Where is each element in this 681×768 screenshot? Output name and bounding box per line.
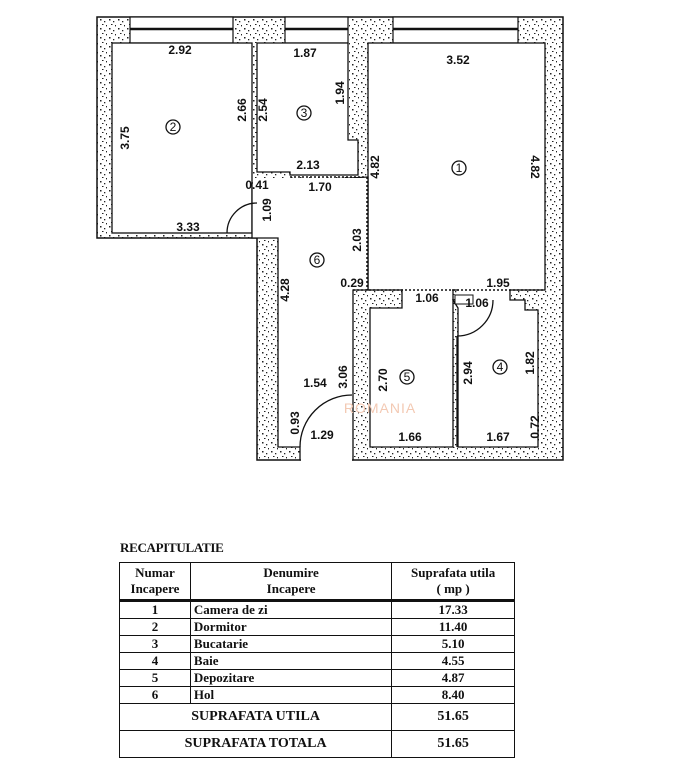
room-number: 2 xyxy=(170,120,177,134)
dimension-label: 3.06 xyxy=(336,365,350,389)
room-area-cell: 8.40 xyxy=(391,686,515,704)
room-number-cell: 3 xyxy=(119,635,191,653)
dimension-label: 4.28 xyxy=(278,278,292,302)
header-area: Suprafata utila( mp ) xyxy=(391,562,515,601)
watermark: ROMANIA xyxy=(344,400,416,416)
dimension-label: 1.87 xyxy=(293,46,317,60)
useful-area-value: 51.65 xyxy=(391,703,515,731)
dimension-label: 1.70 xyxy=(308,180,332,194)
dimension-label: 0.93 xyxy=(288,411,302,435)
dimension-label: 3.75 xyxy=(118,126,132,150)
room-3-bucatarie xyxy=(256,42,359,176)
room-marker-3 xyxy=(296,105,312,121)
room-number-cell: 2 xyxy=(119,618,191,636)
room-number-cell: 6 xyxy=(119,686,191,704)
room-area-cell: 4.55 xyxy=(391,652,515,670)
dimension-label: 0.72 xyxy=(528,415,542,439)
recap-title: RECAPITULATIE xyxy=(120,540,224,555)
dimension-label: 4.82 xyxy=(368,155,382,179)
open-boundaries xyxy=(290,176,545,291)
room-marker-5 xyxy=(399,369,415,385)
dimension-label: 2.94 xyxy=(461,361,475,385)
room-name-cell: Depozitare xyxy=(189,669,393,687)
room-marker-1 xyxy=(451,160,467,176)
windows xyxy=(129,16,519,44)
room-marker-6 xyxy=(309,252,325,268)
useful-area-label: SUPRAFATA UTILA xyxy=(118,703,393,731)
dimension-label: 3.33 xyxy=(176,220,200,234)
dimension-label: 1.06 xyxy=(465,296,489,310)
room-2-dormitor xyxy=(111,42,253,234)
room-name-cell: Dormitor xyxy=(189,618,393,636)
room-number: 3 xyxy=(301,106,308,120)
room-number: 6 xyxy=(314,253,321,267)
room-number-cell: 5 xyxy=(119,669,191,687)
room-6-hol xyxy=(251,176,369,461)
room-area-cell: 5.10 xyxy=(391,635,515,653)
dimension-label: 4.82 xyxy=(528,155,542,179)
room-number-cell: 4 xyxy=(119,652,191,670)
room-number: 1 xyxy=(456,161,463,175)
dimension-label: 3.52 xyxy=(446,53,470,67)
room-name-cell: Baie xyxy=(189,652,393,670)
room-area-cell: 4.87 xyxy=(391,669,515,687)
room-marker-2 xyxy=(165,119,181,135)
dimension-label: 0.29 xyxy=(340,276,364,290)
door-swings xyxy=(226,202,494,448)
dimension-label: 1.67 xyxy=(486,430,510,444)
dimension-label: 2.92 xyxy=(168,43,192,57)
dimension-label: 2.13 xyxy=(296,158,320,172)
room-name-cell: Hol xyxy=(189,686,393,704)
dimension-label: 2.66 xyxy=(235,98,249,122)
dimension-label: 1.94 xyxy=(333,81,347,105)
room-number: 5 xyxy=(404,370,411,384)
room-number: 4 xyxy=(497,360,504,374)
total-area-value: 51.65 xyxy=(391,730,515,758)
room-marker-4 xyxy=(492,359,508,375)
dimension-label: 1.54 xyxy=(303,376,327,390)
dimension-label: 1.06 xyxy=(415,291,439,305)
room-area-cell: 17.33 xyxy=(391,600,515,619)
dimension-label: 2.54 xyxy=(256,98,270,122)
floor-plan: 1 2 3 4 5 6 ROMANIA 2.92 1.87 3.52 3.75 … xyxy=(96,16,564,462)
room-number-cell: 1 xyxy=(119,600,191,619)
dimension-label: 0.41 xyxy=(245,178,269,192)
total-area-label: SUPRAFATA TOTALA xyxy=(118,730,393,758)
dimension-label: 1.29 xyxy=(310,428,334,442)
room-name-cell: Camera de zi xyxy=(189,600,393,619)
room-1-camera-de-zi xyxy=(367,42,546,291)
room-area-cell: 11.40 xyxy=(391,618,515,636)
dimension-label: 2.03 xyxy=(350,228,364,252)
dimension-label: 1.09 xyxy=(260,198,274,222)
dimension-label: 1.66 xyxy=(398,430,422,444)
dimension-label: 2.70 xyxy=(376,368,390,392)
dimension-label: 1.95 xyxy=(486,276,510,290)
dimension-label: 1.82 xyxy=(523,351,537,375)
room-name-cell: Bucatarie xyxy=(189,635,393,653)
